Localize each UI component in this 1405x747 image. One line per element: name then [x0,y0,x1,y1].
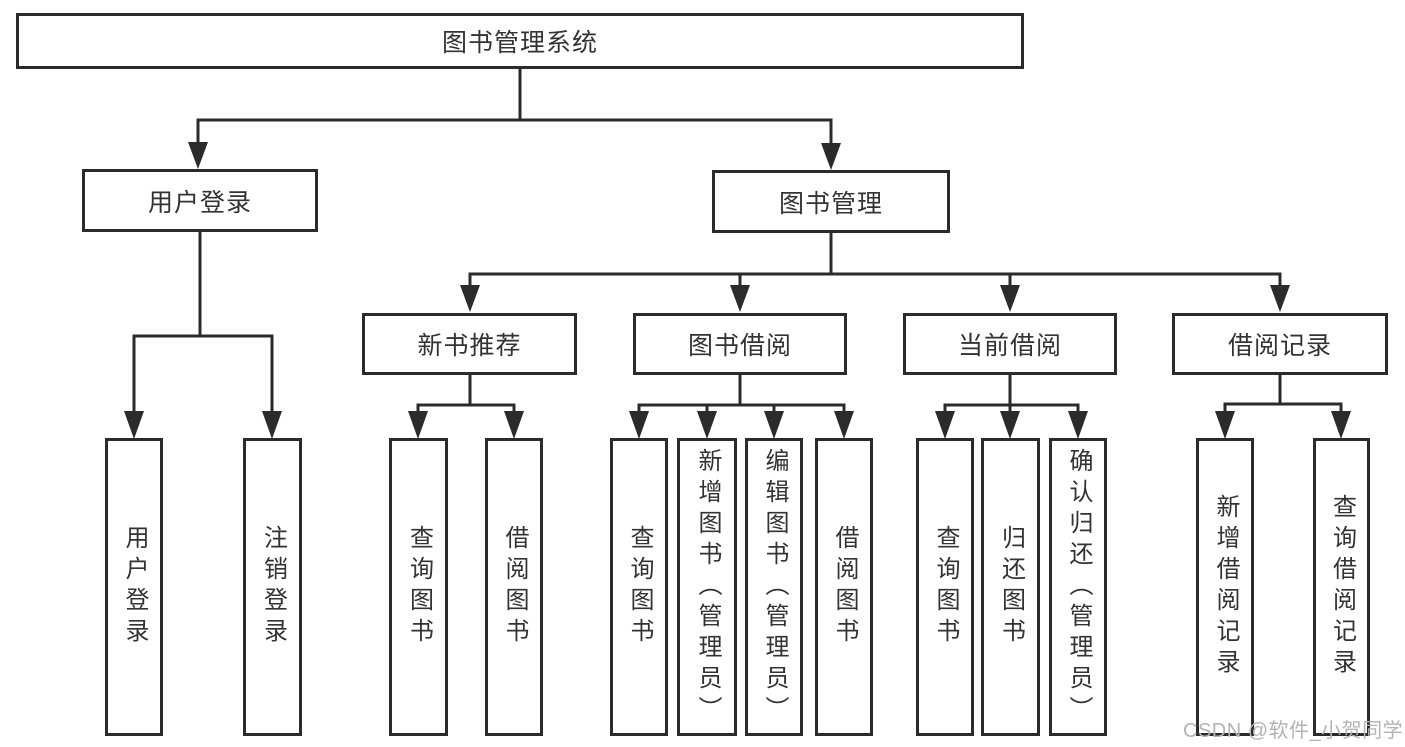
leaf-add-books-admin: 新增图书（管理员） [677,438,737,736]
leaf-user-login: 用户登录 [105,438,163,736]
node-book-management: 图书管理 [712,170,950,233]
arrow-head-icons [124,142,1351,439]
leaf-label: 新增借阅记录 [1212,494,1239,680]
leaf-label: 借阅图书 [501,525,528,649]
node-current-borrowing: 当前借阅 [903,313,1117,375]
leaf-borrow-books-2: 借阅图书 [815,438,873,736]
leaf-query-books-2: 查询图书 [610,438,668,736]
node-label: 用户登录 [147,188,252,217]
leaf-query-books-1: 查询图书 [389,438,448,736]
leaf-return-books: 归还图书 [981,438,1040,736]
watermark: CSDN @软件_小贺同学 [1183,720,1404,742]
leaf-label: 注销登录 [259,525,287,649]
leaf-edit-books-admin: 编辑图书（管理员） [745,438,803,736]
node-book-borrowing: 图书借阅 [633,313,847,375]
leaf-label: 借阅图书 [831,525,858,649]
node-new-book-recommendation: 新书推荐 [362,313,577,375]
leaf-label: 归还图书 [997,525,1025,649]
node-label: 图书借阅 [687,332,792,360]
leaf-label: 查询图书 [626,525,653,649]
leaf-label: 查询图书 [405,525,433,649]
node-library-management-system: 图书管理系统 [16,13,1024,69]
leaf-borrow-books-1: 借阅图书 [485,438,543,736]
node-label: 新书推荐 [417,332,522,360]
leaf-logout: 注销登录 [243,438,302,736]
leaf-query-borrow-record: 查询借阅记录 [1313,438,1370,736]
leaf-label: 新增图书（管理员） [694,447,721,727]
node-label: 图书管理 [778,189,883,218]
node-borrowing-records: 借阅记录 [1172,313,1388,375]
node-user-login: 用户登录 [82,169,318,232]
leaf-label: 确认归还（管理员） [1065,447,1092,727]
node-label: 借阅记录 [1227,332,1332,360]
node-label: 当前借阅 [957,332,1062,360]
leaf-confirm-return-admin: 确认归还（管理员） [1049,438,1107,736]
node-label: 图书管理系统 [441,29,598,57]
leaf-label: 编辑图书（管理员） [761,447,788,727]
leaf-label: 查询图书 [932,525,959,649]
leaf-query-books-3: 查询图书 [916,438,974,736]
leaf-label: 用户登录 [121,525,148,649]
leaf-label: 查询借阅记录 [1328,494,1356,680]
leaf-add-borrow-record: 新增借阅记录 [1196,438,1254,736]
